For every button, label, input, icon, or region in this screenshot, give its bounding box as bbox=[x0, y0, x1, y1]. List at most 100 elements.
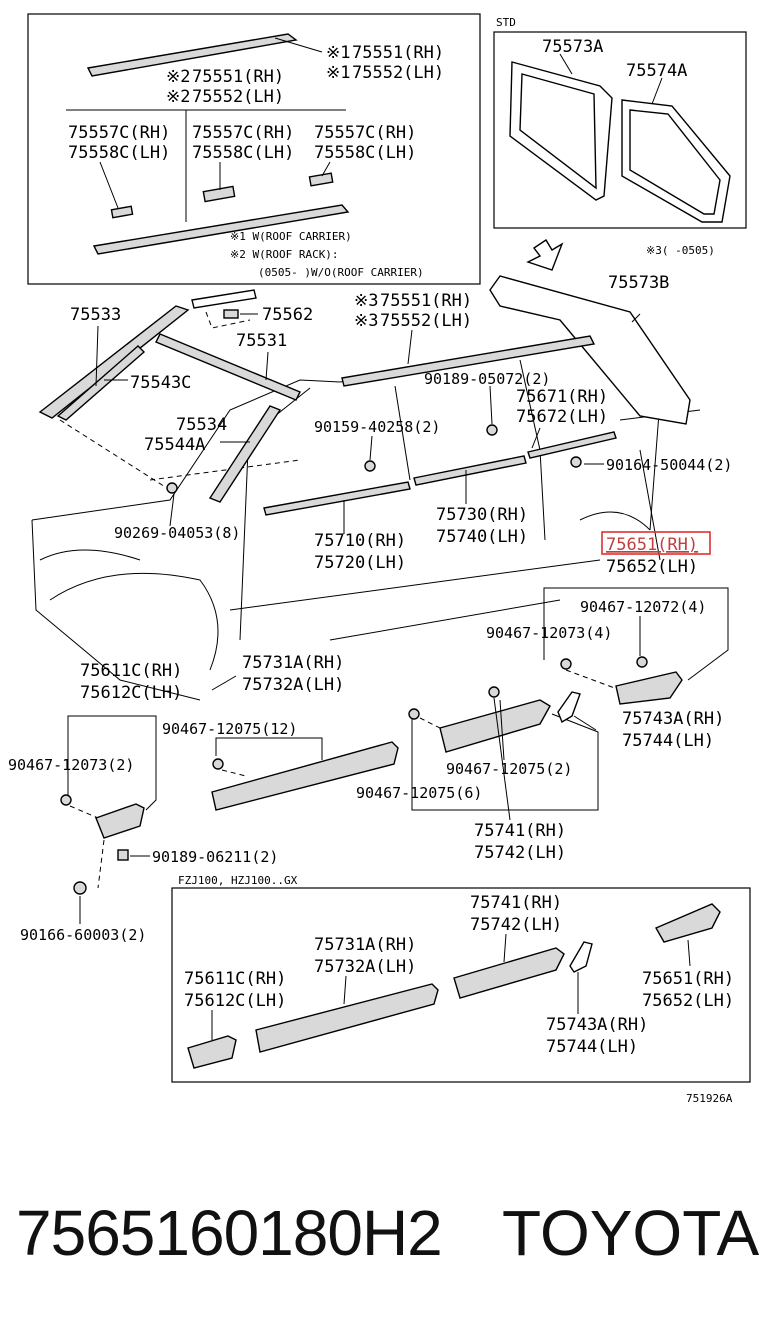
rear-door-belt-molding-part bbox=[413, 455, 527, 486]
part-label: 75732A(LH) bbox=[314, 957, 416, 977]
part-label: 75731A(RH) bbox=[242, 653, 344, 673]
part-label: 75611C(RH) bbox=[184, 969, 286, 989]
clip-part bbox=[570, 456, 582, 468]
part-label: 75558C(LH) bbox=[68, 143, 170, 163]
part-label: 75562 bbox=[262, 305, 313, 325]
leader-line bbox=[321, 161, 331, 177]
end-cap-part bbox=[202, 185, 236, 203]
screw-part bbox=[73, 881, 87, 895]
part-label: 75611C(RH) bbox=[80, 661, 182, 681]
part-label: 75531 bbox=[236, 331, 287, 351]
clip-part bbox=[364, 460, 376, 472]
part-label: 75552(LH) bbox=[192, 87, 284, 107]
clip-part bbox=[636, 656, 648, 668]
part-number: 7565160180H2 bbox=[16, 1197, 443, 1269]
clip-part bbox=[560, 658, 572, 670]
part-label: 75543C bbox=[130, 373, 191, 393]
part-label: 90189-05072(2) bbox=[424, 370, 550, 388]
dashed-guide bbox=[97, 839, 105, 889]
part-label: 75743A(RH) bbox=[546, 1015, 648, 1035]
leader-line bbox=[499, 699, 505, 761]
part-label: 75744(LH) bbox=[622, 731, 714, 751]
rocker-line-lower bbox=[329, 599, 561, 641]
brand-name: TOYOTA bbox=[502, 1197, 760, 1269]
part-label: 90269-04053(8) bbox=[114, 524, 240, 542]
highlight-box bbox=[601, 531, 711, 555]
inset-marker: ※3 bbox=[354, 311, 378, 331]
part-label: 75544A bbox=[144, 435, 205, 455]
leader-line bbox=[95, 325, 99, 387]
leader-line bbox=[274, 37, 323, 53]
leader-line bbox=[211, 675, 237, 691]
clip-part bbox=[223, 309, 239, 319]
rear-fender-molding-part bbox=[655, 903, 721, 943]
std-inset-frame bbox=[493, 31, 747, 229]
arrow-icon bbox=[526, 239, 564, 271]
part-label: 90467-12073(4) bbox=[486, 624, 612, 642]
roof-rail-part bbox=[341, 335, 596, 387]
leader-line bbox=[99, 161, 119, 209]
part-label: 75672(LH) bbox=[516, 407, 608, 427]
part-label: 75558C(LH) bbox=[314, 143, 416, 163]
leader-line bbox=[169, 493, 175, 527]
inset-note: ※1 W(ROOF CARRIER) bbox=[230, 230, 352, 243]
leader-line bbox=[573, 715, 597, 731]
end-cap-part bbox=[308, 172, 334, 187]
leader-line bbox=[407, 329, 413, 365]
inset-marker: ※2 bbox=[166, 67, 190, 87]
belt-molding-part bbox=[527, 431, 617, 459]
front-door-edge bbox=[239, 449, 249, 641]
inset-note: (0505- )W/O(ROOF CARRIER) bbox=[258, 266, 424, 279]
rear-door-molding-part bbox=[439, 699, 551, 753]
part-label: 75557C(RH) bbox=[314, 123, 416, 143]
part-label: 75744(LH) bbox=[546, 1037, 638, 1057]
part-label: 75534 bbox=[176, 415, 227, 435]
part-label: 75652(LH) bbox=[642, 991, 734, 1011]
std-tag: STD bbox=[496, 16, 516, 29]
part-label: 90467-12075(12) bbox=[162, 720, 297, 738]
end-cap-part bbox=[110, 205, 134, 219]
dashed-guide bbox=[69, 805, 99, 819]
part-label: 75732A(LH) bbox=[242, 675, 344, 695]
parts-diagram: ※1 75551(RH) ※1 75552(LH) ※2 75551(RH) ※… bbox=[8, 13, 751, 1105]
part-label: 75533 bbox=[70, 305, 121, 325]
windshield-molding-part bbox=[56, 345, 146, 421]
rear-pillar-line bbox=[639, 449, 661, 561]
leader-line bbox=[531, 427, 541, 449]
pillar-molding-part bbox=[208, 405, 282, 503]
front-wheel-arch bbox=[49, 572, 219, 671]
part-label: 75558C(LH) bbox=[192, 143, 294, 163]
quarter-glass-inner bbox=[629, 109, 721, 215]
part-label: 90467-12075(2) bbox=[446, 760, 572, 778]
part-label: 75742(LH) bbox=[474, 843, 566, 863]
front-door-molding-part bbox=[211, 741, 399, 811]
leader-line bbox=[687, 939, 691, 967]
part-label: 75671(RH) bbox=[516, 387, 608, 407]
leader-line bbox=[503, 933, 507, 963]
roof-rail-lower-part bbox=[92, 204, 350, 255]
part-label: 75743A(RH) bbox=[622, 709, 724, 729]
part-label: 75612C(LH) bbox=[184, 991, 286, 1011]
part-label: 75573A bbox=[542, 37, 603, 57]
hood-line bbox=[39, 549, 141, 561]
clip-part bbox=[408, 708, 420, 720]
leader-line bbox=[651, 77, 663, 105]
front-fender-molding-part bbox=[95, 803, 145, 839]
front-door-belt-molding-part bbox=[263, 481, 411, 516]
inset-tag: FZJ100, HZJ100..GX bbox=[178, 874, 298, 887]
part-label: 75731A(RH) bbox=[314, 935, 416, 955]
part-label: 90467-12072(4) bbox=[580, 598, 706, 616]
part-label: 75651(RH) bbox=[642, 969, 734, 989]
clip-part bbox=[60, 794, 72, 806]
rear-door-molding-part bbox=[453, 947, 565, 999]
bracket-line bbox=[67, 715, 157, 811]
part-label: 75742(LH) bbox=[470, 915, 562, 935]
part-label: 75730(RH) bbox=[436, 505, 528, 525]
small-trim-part bbox=[569, 941, 593, 973]
part-label: 75552(LH) bbox=[352, 63, 444, 83]
part-label: 90467-12075(6) bbox=[356, 784, 482, 802]
leader-line bbox=[265, 351, 269, 381]
rear-wheel-arch bbox=[579, 511, 651, 531]
roof-rail-inset-frame bbox=[27, 13, 481, 285]
part-label: 75551(RH) bbox=[192, 67, 284, 87]
